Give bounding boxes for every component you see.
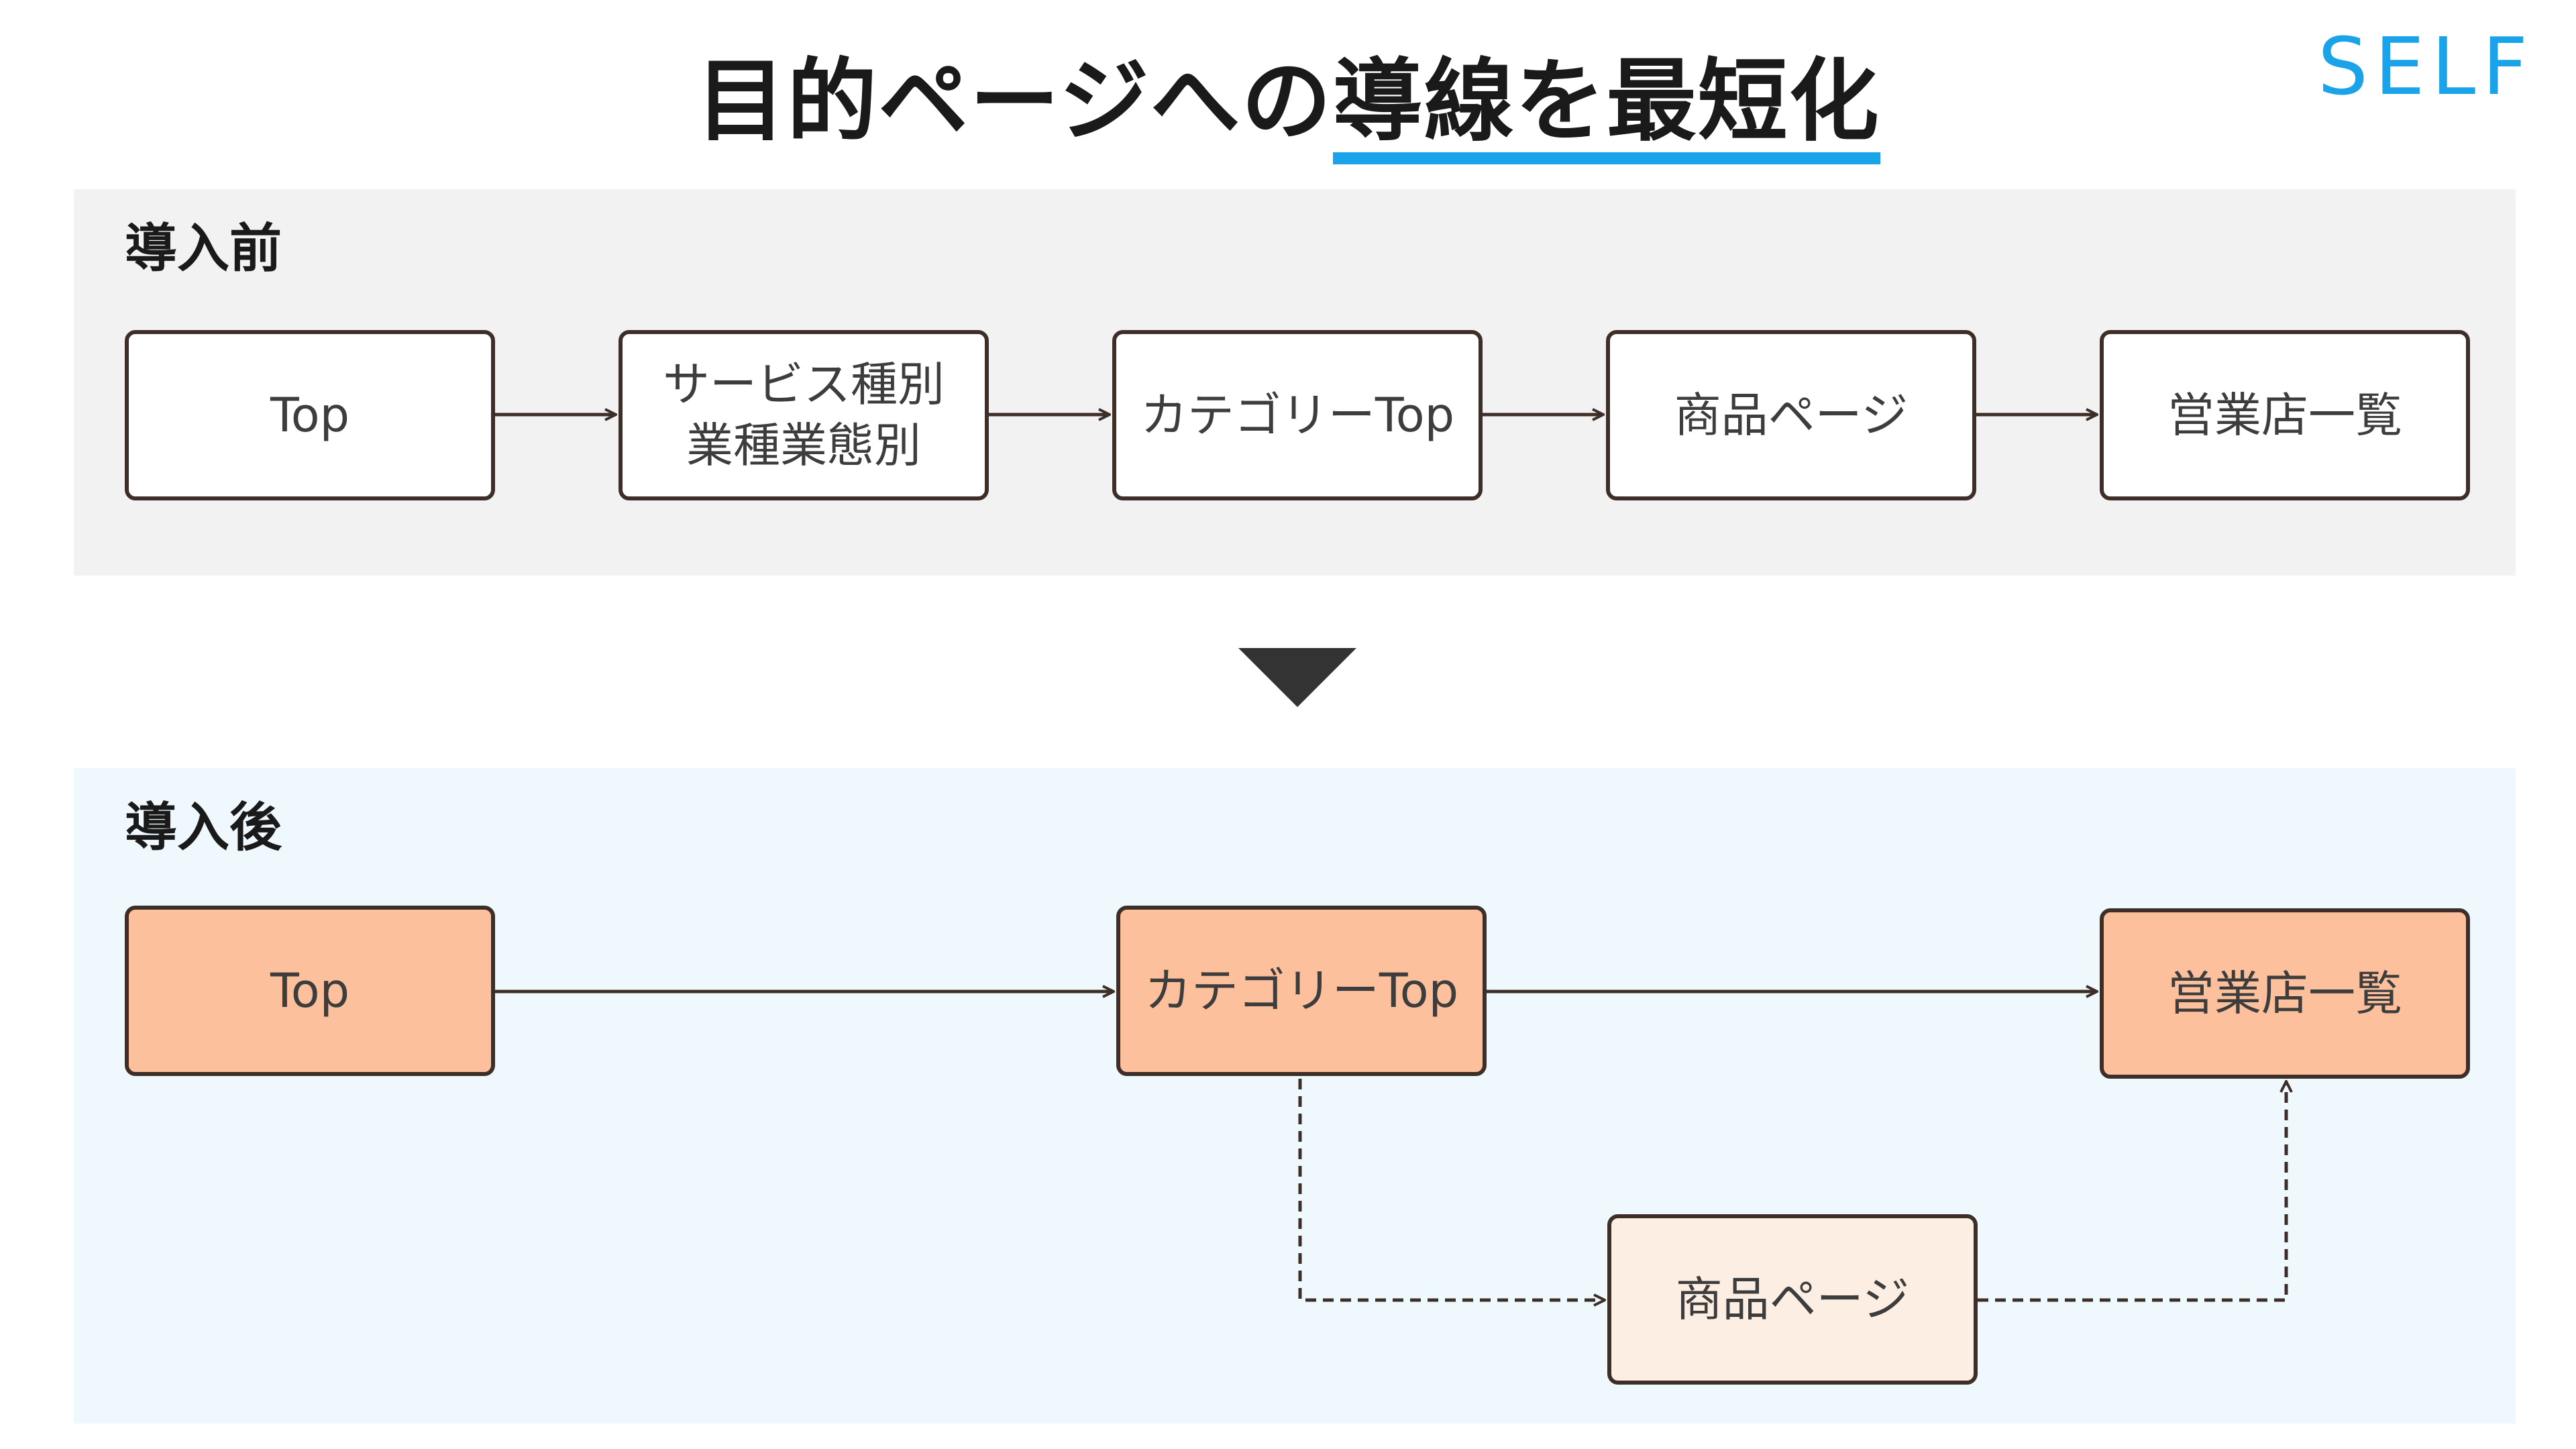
page-title: 目的ページへの導線を最短化 <box>0 49 2576 165</box>
before-node-category-top: カテゴリーTop <box>1112 330 1483 500</box>
title-plain: 目的ページへの <box>696 49 1333 154</box>
before-node-store-list: 営業店一覧 <box>2100 330 2470 500</box>
title-highlight: 導線を最短化 <box>1332 52 1880 165</box>
logo-text: SELF <box>2318 32 2534 106</box>
before-node-service-type: サービス種別 業種業態別 <box>619 330 989 500</box>
self-logo: SELF <box>2318 32 2559 106</box>
after-node-category-top: カテゴリーTop <box>1116 906 1487 1076</box>
down-triangle-icon <box>1238 648 1356 707</box>
after-panel: 導入後 <box>74 768 2516 1424</box>
self-logo-mark: SELF <box>2318 32 2534 106</box>
before-label: 導入前 <box>125 219 282 279</box>
after-node-top: Top <box>125 906 495 1076</box>
before-node-top: Top <box>125 330 495 500</box>
before-node-product-page: 商品ページ <box>1606 330 1976 500</box>
after-label: 導入後 <box>125 798 282 858</box>
after-node-store-list: 営業店一覧 <box>2100 908 2470 1079</box>
after-node-product-page: 商品ページ <box>1607 1214 1978 1385</box>
